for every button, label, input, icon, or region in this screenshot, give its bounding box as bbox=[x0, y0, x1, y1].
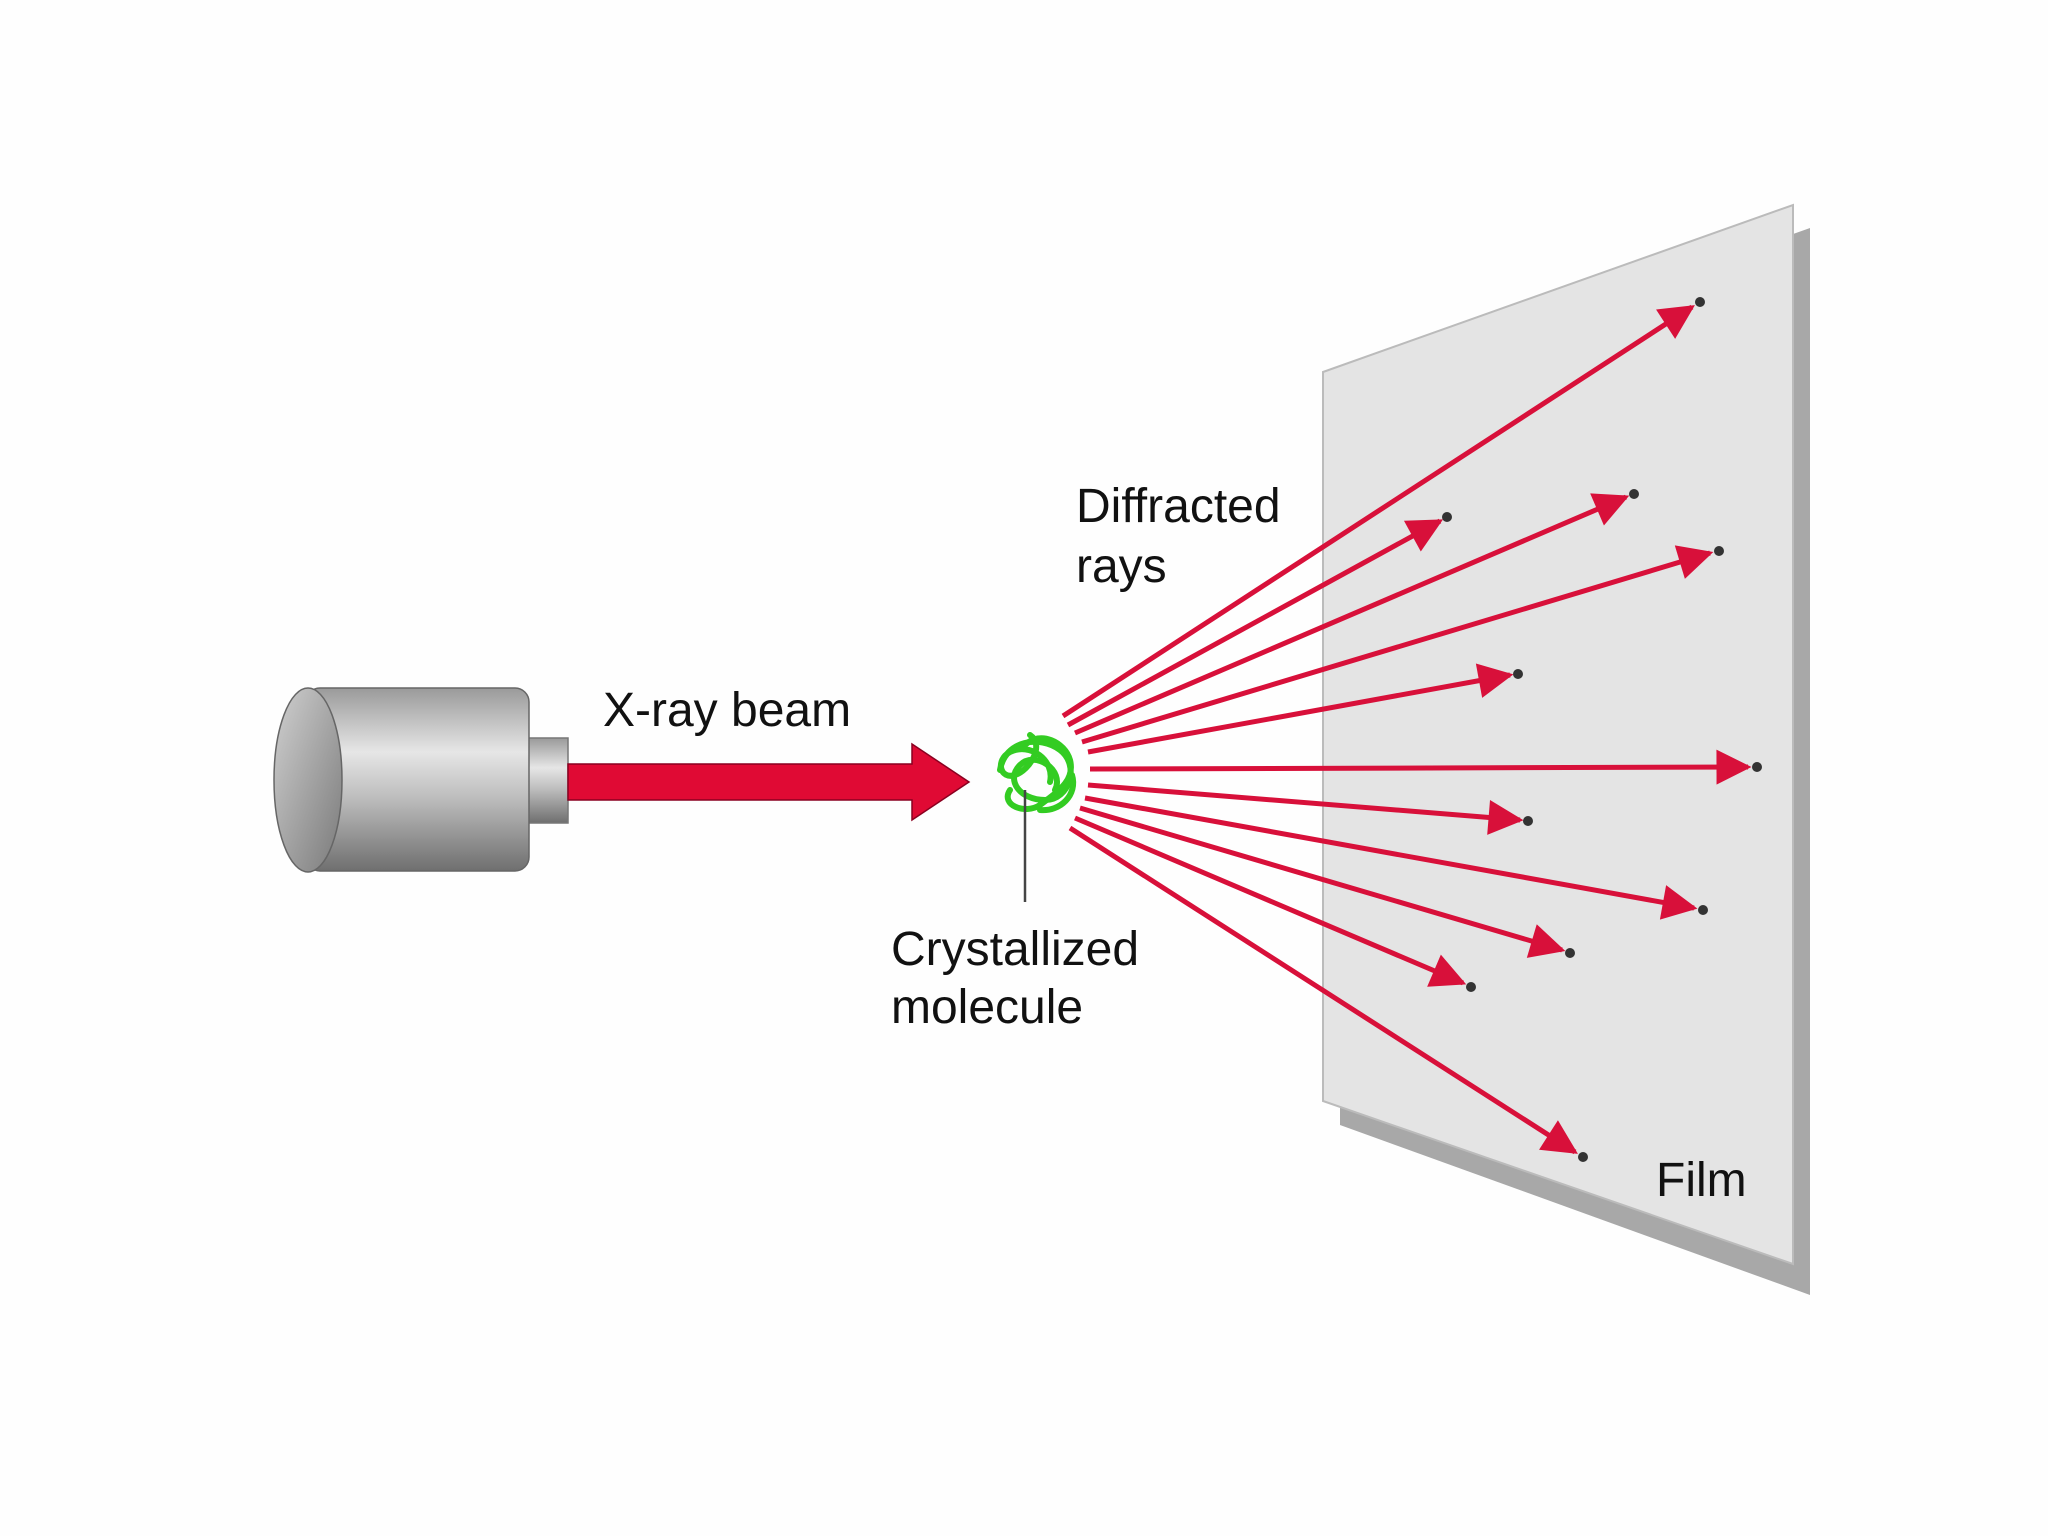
film-plate bbox=[1322, 203, 1810, 1295]
diffracted-ray bbox=[1079, 805, 1566, 958]
diffracted-ray bbox=[1074, 815, 1467, 987]
diffraction-spot bbox=[1523, 816, 1533, 826]
diffracted-ray bbox=[1066, 518, 1444, 728]
diffracted-ray bbox=[1087, 663, 1514, 755]
diffracted-rays-label-line1: Diffracted bbox=[1076, 480, 1281, 533]
diffracted-ray bbox=[1087, 782, 1524, 835]
crystallized-molecule-icon bbox=[997, 732, 1077, 814]
diffracted-rays-label-line2: rays bbox=[1076, 540, 1167, 593]
diffraction-spot bbox=[1578, 1152, 1588, 1162]
molecule-label-line1: Crystallized bbox=[891, 923, 1139, 976]
xray-beam-arrow bbox=[567, 742, 971, 822]
diffraction-spot bbox=[1629, 489, 1639, 499]
diffraction-spot bbox=[1466, 982, 1476, 992]
film-surface bbox=[1322, 203, 1794, 1266]
diffraction-spot bbox=[1695, 297, 1705, 307]
xray-beam-label: X-ray beam bbox=[603, 684, 851, 737]
diffraction-spot bbox=[1513, 669, 1523, 679]
diffraction-spot bbox=[1714, 546, 1724, 556]
diffracted-ray bbox=[1074, 493, 1630, 736]
diffracted-ray bbox=[1084, 795, 1698, 920]
diffraction-spots bbox=[1442, 297, 1762, 1162]
diffraction-spot bbox=[1752, 762, 1762, 772]
diffraction-spot bbox=[1565, 948, 1575, 958]
diffracted-ray bbox=[1081, 545, 1714, 745]
diffraction-spot bbox=[1698, 905, 1708, 915]
diffracted-ray bbox=[1089, 749, 1752, 785]
molecule-label-line2: molecule bbox=[891, 981, 1083, 1034]
diffracted-rays bbox=[1061, 304, 1752, 1155]
xray-source-icon bbox=[273, 687, 569, 873]
diffracted-ray bbox=[1061, 304, 1695, 719]
film-label: Film bbox=[1656, 1154, 1747, 1207]
diffraction-spot bbox=[1442, 512, 1452, 522]
diffracted-ray bbox=[1068, 825, 1578, 1155]
